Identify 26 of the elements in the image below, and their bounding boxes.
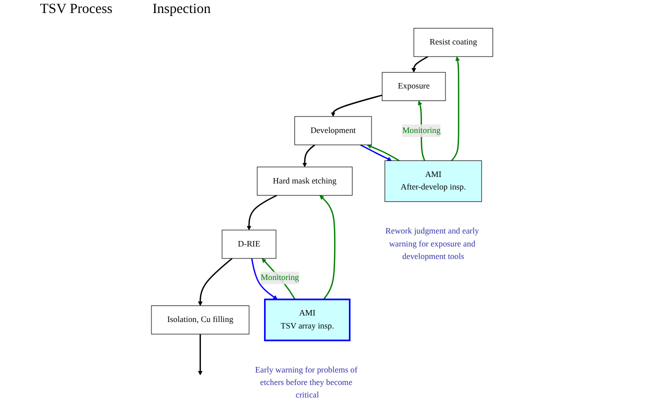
node-label: Early warning for problems of etchers before they become critical (255, 366, 358, 400)
arrow (412, 56, 428, 73)
node-box (294, 116, 372, 146)
arrow (246, 194, 278, 230)
arrow (251, 258, 278, 300)
column-heading: TSV Process (40, 2, 112, 19)
edge-label: Monitoring (402, 126, 441, 135)
arrow (451, 56, 460, 162)
node-box (222, 230, 276, 259)
arrow (198, 258, 233, 306)
arrow (360, 144, 392, 161)
node-box (256, 166, 352, 196)
arrow (320, 195, 336, 300)
node-box (151, 305, 250, 334)
flowchart-diagram: Monitoring Monitoring Resist coating Exposure Development Hard mask etching D-RIE Isolation, Cu filling AMI After-develop insp. AMI TSV array insp. Rework judgment and early warning for exposure and development tools Early warning for problems of etchers before they become critical (0, 24, 653, 414)
node-label: Rework judgment and early warning for exposure and development tools (385, 226, 480, 262)
arrow (302, 144, 316, 168)
arrow (330, 94, 382, 117)
node-box (382, 72, 446, 101)
arrow (366, 144, 400, 162)
node-box (264, 298, 350, 342)
node-box (414, 28, 494, 57)
node-box (384, 160, 482, 202)
column-heading: Inspection (152, 2, 211, 19)
edge-label: Monitoring (260, 273, 299, 282)
arrow (198, 334, 203, 376)
